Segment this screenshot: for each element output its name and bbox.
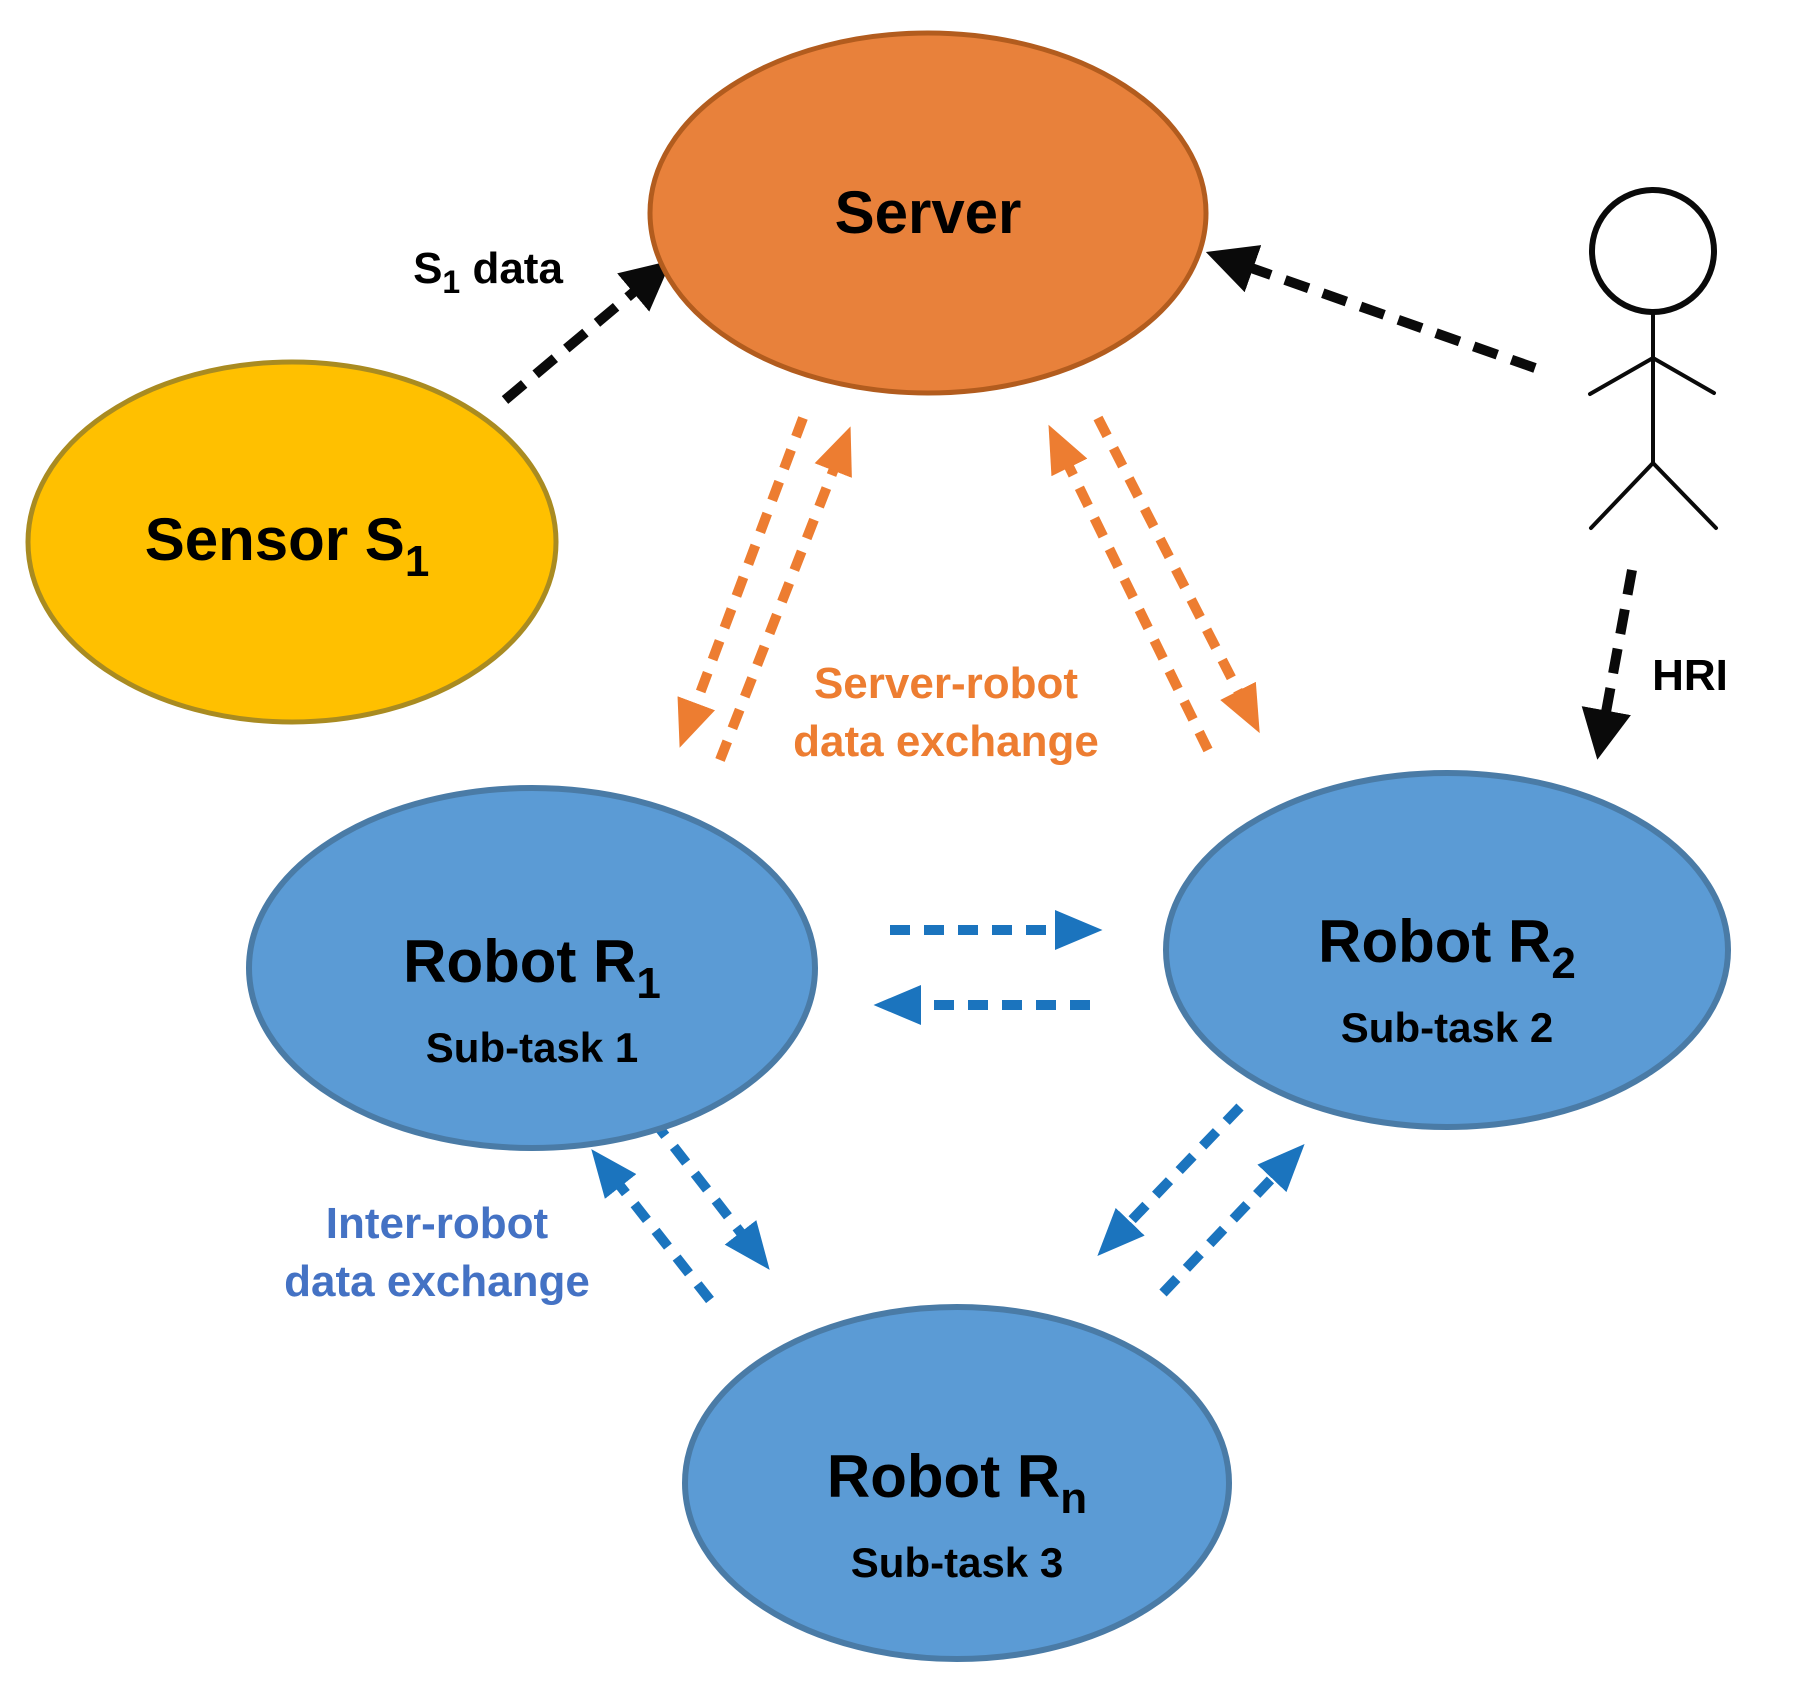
robot2-to-server-arrow <box>1048 424 1213 753</box>
s1-data-label: S1 data <box>413 244 563 300</box>
person-to-server-arrow <box>1205 245 1537 373</box>
inter-robot-exchange-label: Inter-robot data exchange <box>284 1199 590 1306</box>
robot2-subtask-label: Sub-task 2 <box>1341 1004 1553 1051</box>
robot2-ellipse <box>1163 770 1731 1130</box>
sensor-node: Sensor S1 <box>25 359 559 725</box>
sensor-to-server-arrow <box>501 260 672 404</box>
person-head <box>1589 187 1717 315</box>
robot1-node: Robot R1 Sub-task 1 <box>246 785 818 1151</box>
svg-text:Server-robot: Server-robot <box>814 659 1078 708</box>
person-leg-left <box>1589 461 1655 530</box>
robot1-subtask-label: Sub-task 1 <box>426 1024 638 1071</box>
sensor-label: Sensor S1 <box>145 506 430 586</box>
robot1-ellipse <box>246 785 818 1151</box>
human-operator-icon <box>1588 187 1718 530</box>
server-ellipse <box>647 30 1209 396</box>
svg-text:data exchange: data exchange <box>284 1257 590 1306</box>
robot2-node: Robot R2 Sub-task 2 <box>1163 770 1731 1130</box>
robot1-label: Robot R1 <box>403 928 661 1008</box>
server-node: Server <box>647 30 1209 396</box>
hri-label: HRI <box>1652 651 1728 700</box>
robotn-node: Robot Rn Sub-task 3 <box>682 1304 1232 1662</box>
server-robot-exchange-label: Server-robot data exchange <box>793 659 1099 766</box>
robotn-to-robot2-arrow <box>1159 1143 1305 1297</box>
robotn-ellipse <box>682 1304 1232 1662</box>
robotn-label: Robot Rn <box>827 1443 1087 1523</box>
server-label: Server <box>835 179 1022 246</box>
robotn-subtask-label: Sub-task 3 <box>851 1539 1063 1586</box>
svg-text:data exchange: data exchange <box>793 717 1099 766</box>
sensor-ellipse <box>25 359 559 725</box>
person-arm-left <box>1588 356 1655 396</box>
robot1-to-server-arrow <box>715 426 852 762</box>
server-to-robot2-arrow <box>1093 415 1260 734</box>
svg-text:Inter-robot: Inter-robot <box>326 1199 549 1248</box>
person-arm-right <box>1651 356 1716 395</box>
robotn-to-robot1-arrow <box>591 1149 714 1304</box>
robot2-label: Robot R2 <box>1318 908 1576 988</box>
server-to-robot1-arrow <box>677 416 808 748</box>
person-leg-right <box>1651 461 1718 530</box>
hri-arrow <box>1581 569 1637 760</box>
robot1-to-robotn-arrow <box>649 1116 770 1270</box>
